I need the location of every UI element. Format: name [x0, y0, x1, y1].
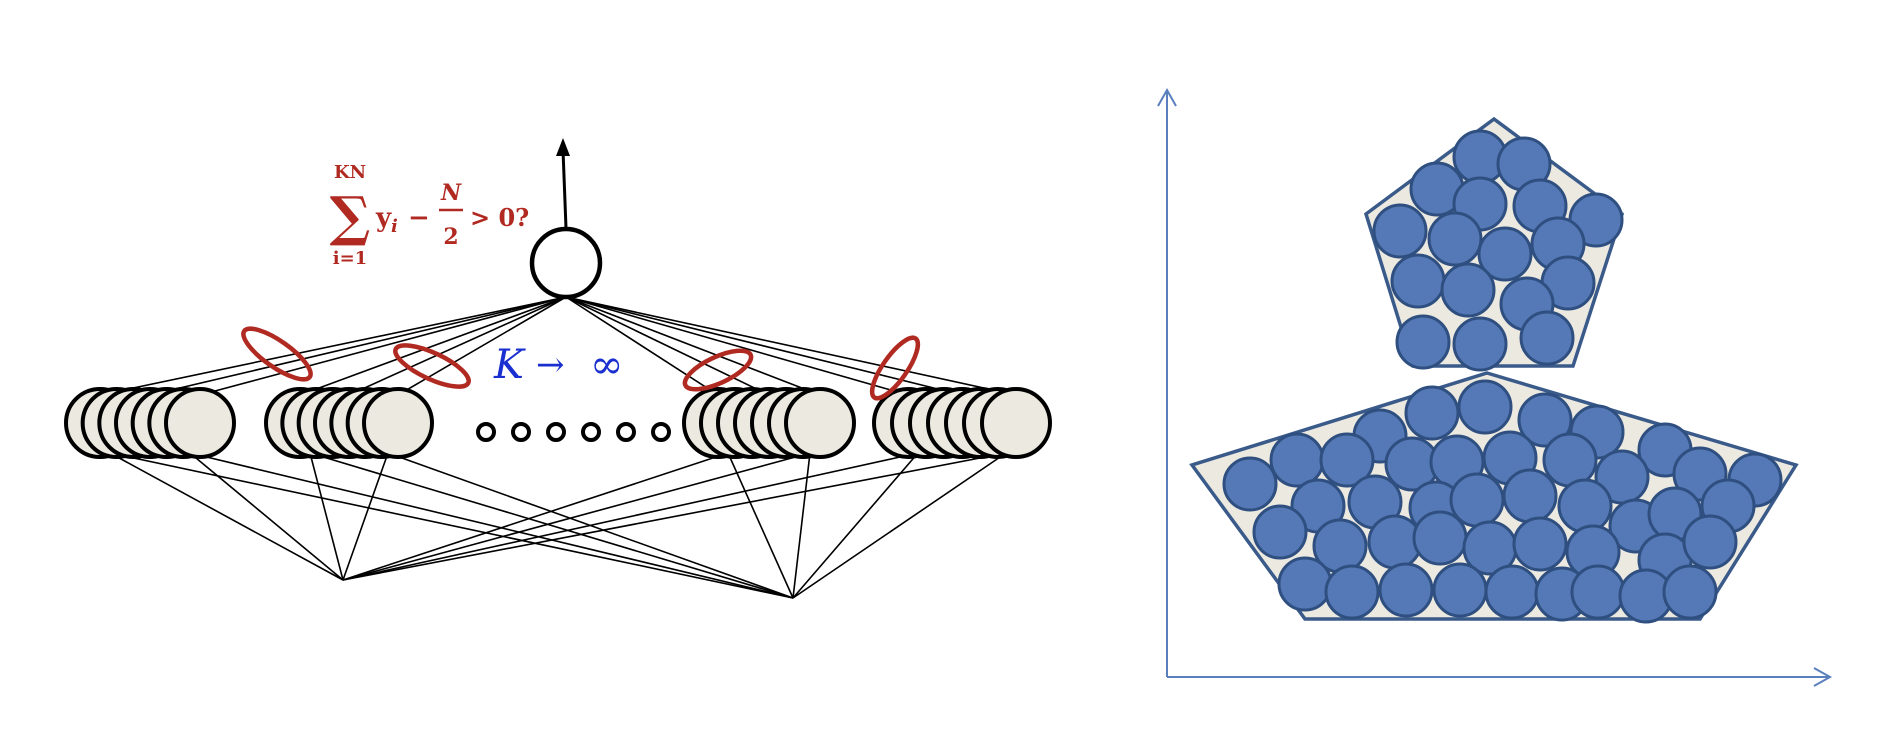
- ellipsis-dot: [581, 422, 601, 442]
- connection-line: [565, 296, 963, 396]
- sphere: [1372, 203, 1428, 259]
- input-connection-line: [342, 452, 389, 581]
- sphere: [1324, 564, 1380, 620]
- connections-to-input: [109, 452, 1007, 599]
- input-connection-line: [109, 452, 794, 599]
- sphere: [1512, 516, 1568, 572]
- sphere: [1502, 468, 1558, 524]
- sum-term-subscript: i: [391, 216, 398, 237]
- ellipsis-dots: [476, 422, 671, 442]
- selection-ellipse: [682, 348, 754, 392]
- sphere: [1457, 379, 1513, 435]
- hidden-neuron: [362, 387, 434, 459]
- sphere: [1440, 262, 1496, 318]
- connection-line: [565, 296, 719, 396]
- sphere: [1452, 316, 1508, 372]
- hidden-unit-group: [872, 387, 1052, 459]
- hidden-unit-group: [64, 387, 236, 459]
- threshold-formula: KN ∑ i=1 y i − N 2 > 0?: [330, 162, 530, 269]
- sphere: [1319, 432, 1375, 488]
- input-connection-line: [342, 452, 811, 581]
- ellipsis-dot: [476, 422, 496, 442]
- fraction-denominator: 2: [443, 224, 458, 250]
- ellipsis-dot: [616, 422, 636, 442]
- selection-ellipse: [241, 326, 313, 382]
- ellipsis-dot: [651, 422, 671, 442]
- sphere: [1269, 432, 1325, 488]
- packed-spheres: [1222, 129, 1783, 624]
- output-arrow-shaft: [561, 149, 568, 229]
- sphere: [1484, 564, 1540, 620]
- input-connection-line: [309, 452, 794, 599]
- sphere: [1517, 392, 1573, 448]
- y-axis-arrow-icon: [1157, 87, 1177, 107]
- input-connection-line: [342, 452, 729, 581]
- input-connection-line: [189, 452, 344, 581]
- selection-ellipse: [869, 335, 921, 401]
- connection-line: [565, 296, 1017, 396]
- sphere: [1222, 456, 1278, 512]
- hidden-unit-groups: [64, 387, 1052, 459]
- connection-line: [199, 296, 567, 396]
- hidden-neuron: [784, 387, 856, 459]
- sphere: [1412, 510, 1468, 566]
- hidden-unit-group: [264, 387, 434, 459]
- output-arrow-icon: [556, 138, 570, 156]
- sum-term: y: [375, 203, 392, 233]
- sphere: [1542, 432, 1598, 488]
- sphere: [1404, 385, 1460, 441]
- sum-lower-limit: i=1: [333, 248, 367, 269]
- connection-line: [565, 296, 770, 396]
- connection-line: [565, 296, 821, 396]
- input-connection-line: [109, 452, 344, 581]
- sum-upper-limit: KN: [334, 162, 366, 183]
- sphere: [1557, 478, 1613, 534]
- comparison-text: > 0?: [470, 203, 529, 232]
- sphere-packing-diagram: [1157, 87, 1833, 687]
- input-connection-line: [727, 452, 794, 599]
- group-selection-ellipses: [241, 326, 921, 401]
- minus-sign: −: [408, 203, 430, 233]
- sphere: [1378, 562, 1434, 618]
- hidden-neuron: [164, 387, 236, 459]
- limit-variable: K: [493, 342, 526, 388]
- sphere: [1427, 211, 1483, 267]
- output-neuron: [529, 226, 603, 300]
- ellipsis-dot: [511, 422, 531, 442]
- connection-line: [99, 296, 567, 396]
- limit-infinity: ∞: [590, 342, 623, 388]
- sphere: [1432, 562, 1488, 618]
- sphere: [1277, 556, 1333, 612]
- input-connection-line: [342, 452, 1007, 581]
- input-connection-line: [792, 452, 1007, 599]
- input-connection-line: [792, 452, 811, 599]
- input-connection-line: [342, 452, 919, 581]
- input-connection-line: [792, 452, 919, 599]
- connection-line: [565, 296, 909, 396]
- selection-ellipse: [393, 343, 471, 389]
- input-connection-line: [189, 452, 794, 599]
- x-axis-arrow-icon: [1813, 667, 1833, 687]
- sphere: [1570, 564, 1626, 620]
- connection-line: [149, 296, 567, 396]
- input-connection-line: [309, 452, 344, 581]
- connection-line: [299, 296, 567, 396]
- sphere: [1395, 314, 1451, 370]
- ellipsis-dot: [546, 422, 566, 442]
- sphere: [1682, 514, 1738, 570]
- sphere: [1519, 310, 1575, 366]
- limit-arrow: →: [536, 345, 565, 385]
- hidden-unit-group: [682, 387, 856, 459]
- sphere: [1252, 504, 1308, 560]
- neural-network-diagram: KN ∑ i=1 y i − N 2 > 0? K → ∞: [64, 138, 1052, 599]
- connection-line: [348, 296, 567, 396]
- limit-label: K → ∞: [493, 342, 623, 388]
- sphere: [1477, 226, 1533, 282]
- sphere: [1662, 564, 1718, 620]
- sphere: [1390, 253, 1446, 309]
- fraction-numerator: N: [440, 180, 462, 206]
- sum-symbol: ∑: [330, 184, 371, 248]
- hidden-neuron: [980, 387, 1052, 459]
